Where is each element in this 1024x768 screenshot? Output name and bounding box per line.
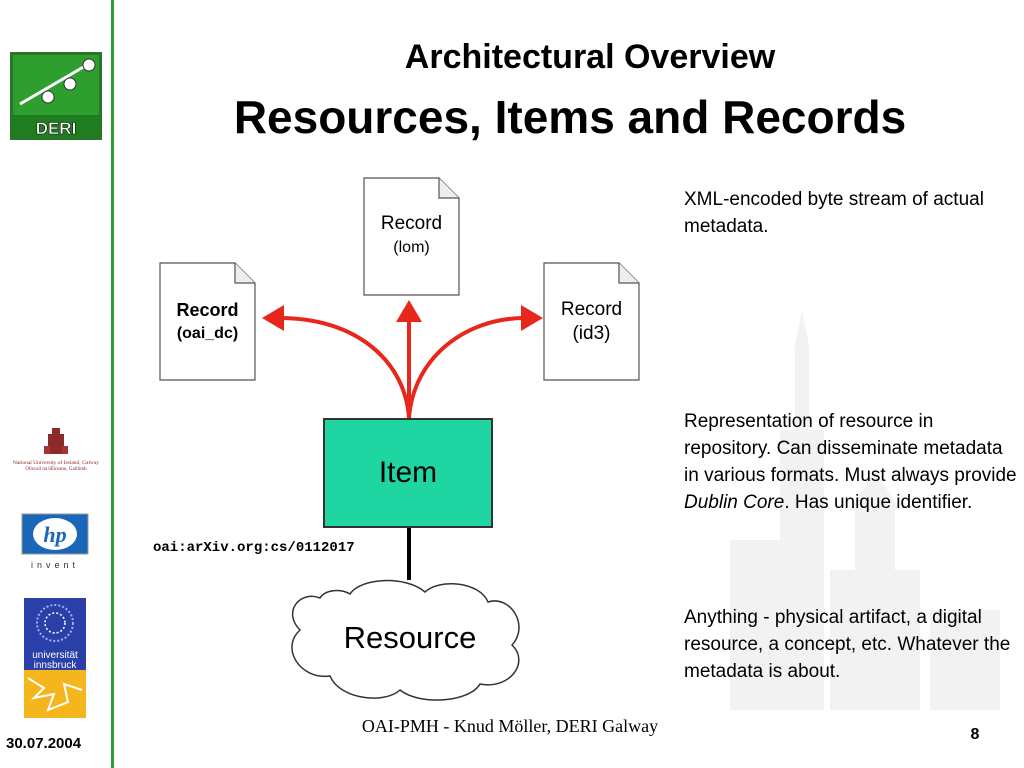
record-lom-name: Record [380,213,443,234]
arrowhead-oai-dc [262,305,284,331]
arrow-to-oai-dc [279,316,411,419]
nuig-logo-text2: Ollscoil na hÉireann, Gaillimh [25,466,87,472]
watermark-tower [730,310,1000,710]
item-description-part2: . Has unique identifier. [784,492,973,513]
nuig-logo: National University of Ireland, Galway O… [13,428,100,472]
footer-author: OAI-PMH - Knud Möller, DERI Galway [361,716,659,736]
item-identifier: oai:arXiv.org:cs/0112017 [153,540,355,556]
record-oai-dc-format: (oai_dc) [176,325,239,342]
sidebar-divider [111,0,114,768]
item-description: Representation of resource in repository… [684,408,1019,516]
record-oai-dc-doc [159,262,256,381]
dissemination-arrows [279,316,526,419]
hp-logo-tagline: invent [31,560,79,570]
record-oai-dc-label: Record (oai_dc) [160,298,255,346]
deri-logo: DERI [10,52,102,140]
hp-logo: hp invent [21,513,89,570]
deri-logo-text: DERI [36,119,77,138]
page-number: 8 [970,726,980,743]
footer-date: 30.07.2004 [6,735,82,752]
item-box: Item [323,418,493,528]
innsbruck-logo: universität innsbruck [24,598,86,718]
slide-title: Architectural Overview [404,38,776,76]
resource-description: Anything - physical artifact, a digital … [684,607,1011,682]
record-lom-doc [363,177,460,296]
innsbruck-logo-text1: universität [32,650,78,661]
record-id3-label: Record (id3) [544,298,639,346]
item-label: Item [378,456,438,489]
record-description: XML-encoded byte stream of actual metada… [684,189,984,237]
record-id3-doc [543,262,640,381]
innsbruck-logo-text2: innsbruck [34,660,78,671]
slide-subtitle: Resources, Items and Records [233,91,907,143]
resource-cloud [291,579,520,701]
record-id3-name: Record [560,299,623,320]
record-oai-dc-name: Record [176,300,239,320]
arrowhead-id3 [521,305,543,331]
record-lom-format: (lom) [393,239,430,256]
arrow-to-id3 [407,316,526,419]
arrowhead-lom [396,300,422,322]
resource-label: Resource [343,620,477,655]
item-description-part1: Representation of resource in repository… [684,411,1017,486]
item-description-italic: Dublin Core [684,492,785,513]
record-lom-label: Record (lom) [364,212,459,260]
hp-logo-text: hp [43,522,66,547]
record-id3-format: (id3) [572,323,611,344]
nuig-logo-text: National University of Ireland, Galway [13,459,100,466]
